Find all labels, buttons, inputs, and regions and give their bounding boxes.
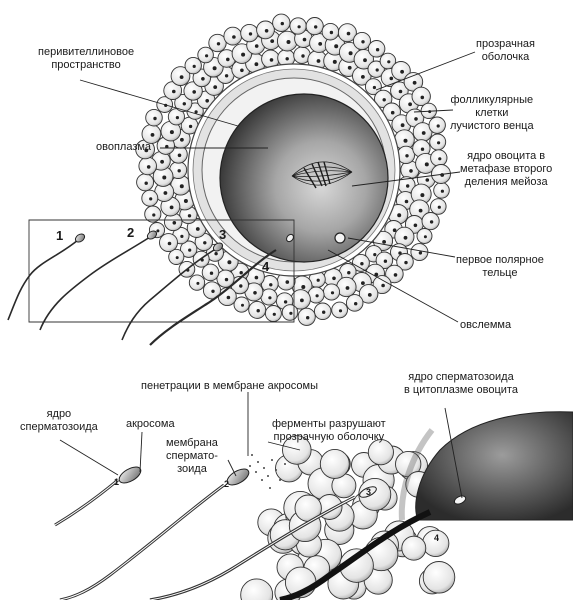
label-acrosome-membrane-penetration: пенетрации в мембране акросомы xyxy=(141,380,318,392)
leader-lines-bottom xyxy=(59,392,463,499)
bottom-stage-number-1: 1 xyxy=(114,477,120,487)
bottom-oocyte xyxy=(415,411,573,521)
bottom-stage-number-3: 3 xyxy=(366,487,372,497)
bottom-zona xyxy=(398,428,435,521)
first-polar-body xyxy=(334,232,346,244)
bottom-stage-number-2: 2 xyxy=(224,479,230,489)
stage-number-1: 1 xyxy=(56,228,64,243)
stage-bracket xyxy=(28,219,295,323)
label-acrosome: акросома xyxy=(126,418,175,430)
leader-lines-top xyxy=(79,51,476,323)
bottom-stage-number-4: 4 xyxy=(434,533,440,543)
sperm-tails-top xyxy=(7,236,277,346)
sperm-heads-top xyxy=(74,230,294,252)
stage-number-3: 3 xyxy=(219,227,227,242)
stage-number-2: 2 xyxy=(127,225,135,240)
acrosome-reaction-dots xyxy=(249,454,286,489)
metaphase-spindle xyxy=(291,161,353,189)
sperm-tails-bottom xyxy=(54,478,432,600)
corona-radiata-cells xyxy=(135,13,451,326)
sperm-heads-bottom xyxy=(118,466,467,505)
label-ooplasm: овоплазма xyxy=(96,141,152,153)
oocyte-ooplasm xyxy=(219,93,389,263)
label-oolemma: овслемма xyxy=(460,319,512,331)
stage-number-4: 4 xyxy=(262,259,270,274)
